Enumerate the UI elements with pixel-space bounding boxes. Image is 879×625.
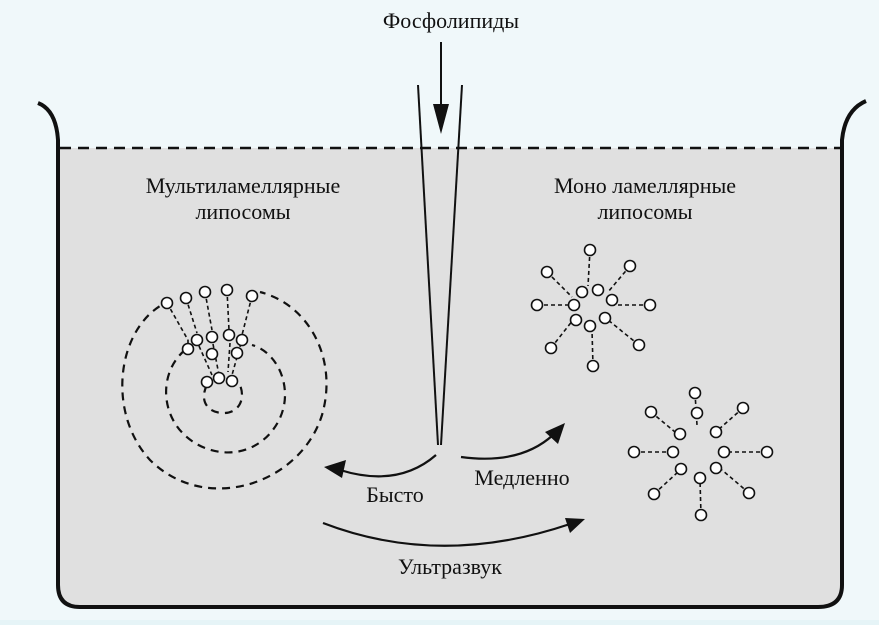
water: [58, 148, 842, 607]
fast-label: Бысто: [366, 482, 424, 507]
ultrasound-label: Ультразвук: [398, 554, 502, 579]
mono-title-line1: Моно ламеллярные: [554, 173, 736, 198]
multi-title-line2: липосомы: [195, 199, 290, 224]
multi-title-line1: Мультиламеллярные: [146, 173, 340, 198]
mono-title-line2: липосомы: [597, 199, 692, 224]
source-label: Фосфолипиды: [383, 8, 519, 33]
slow-label: Медленно: [474, 465, 569, 490]
